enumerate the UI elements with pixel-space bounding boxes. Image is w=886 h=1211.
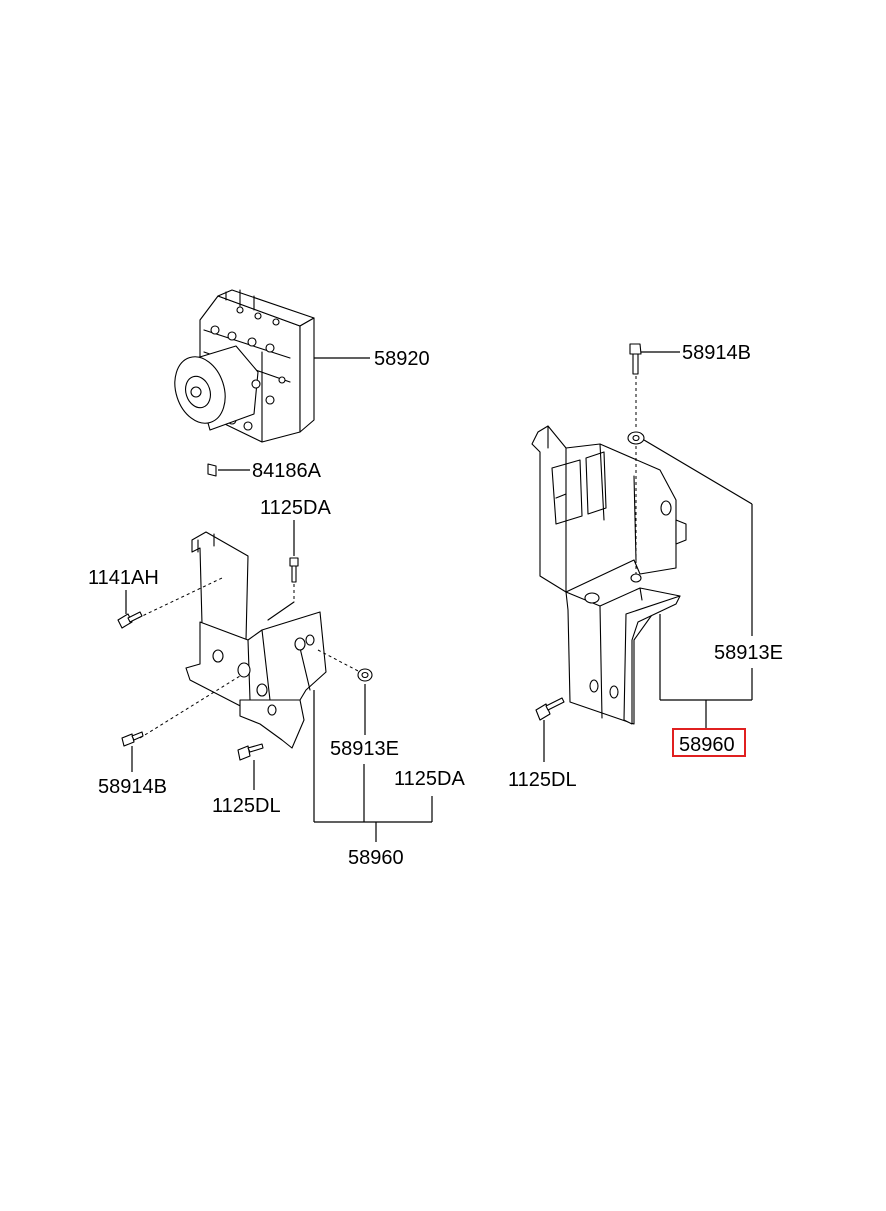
left-bracket-assembly[interactable] [137, 531, 361, 749]
right-bolt[interactable]: 1125DL [508, 697, 577, 791]
highlight-box [672, 728, 746, 757]
left-side-bolt[interactable]: 1141AH [88, 567, 159, 629]
label-abs-unit: 58920 [374, 348, 430, 370]
left-bottom-bolt[interactable]: 1125DL [212, 743, 281, 817]
left-top-bolt[interactable]: 1125DA [260, 497, 331, 583]
label-right-top-bolt: 58914B [682, 342, 751, 364]
label-right-bolt: 1125DL [508, 769, 577, 791]
right-bracket-assembly[interactable] [531, 376, 687, 725]
label-left-bottom-bolt: 1125DL [212, 795, 281, 817]
label-clip: 84186A [252, 460, 322, 482]
left-bracket-callout[interactable]: 1125DA 58960 [313, 690, 465, 869]
label-left-lower-bolt: 58914B [98, 776, 167, 798]
label-right-bracket: 58960 [679, 734, 735, 756]
label-left-bracket-bolt: 1125DA [394, 768, 465, 790]
label-left-side-bolt: 1141AH [88, 567, 159, 589]
label-right-nut: 58913E [714, 642, 783, 664]
clip-part[interactable]: 84186A [207, 460, 322, 482]
label-left-nut: 58913E [330, 738, 399, 760]
left-lower-bolt[interactable]: 58914B [98, 731, 167, 798]
right-bracket-callout[interactable]: 58960 [659, 614, 753, 757]
right-nut[interactable]: 58913E [627, 431, 783, 664]
label-left-top-bolt: 1125DA [260, 497, 331, 519]
label-left-bracket: 58960 [348, 847, 404, 869]
abs-modulator-unit[interactable]: 58920 [167, 289, 430, 443]
right-top-bolt[interactable]: 58914B [629, 342, 751, 375]
left-nut[interactable]: 58913E [330, 668, 399, 760]
